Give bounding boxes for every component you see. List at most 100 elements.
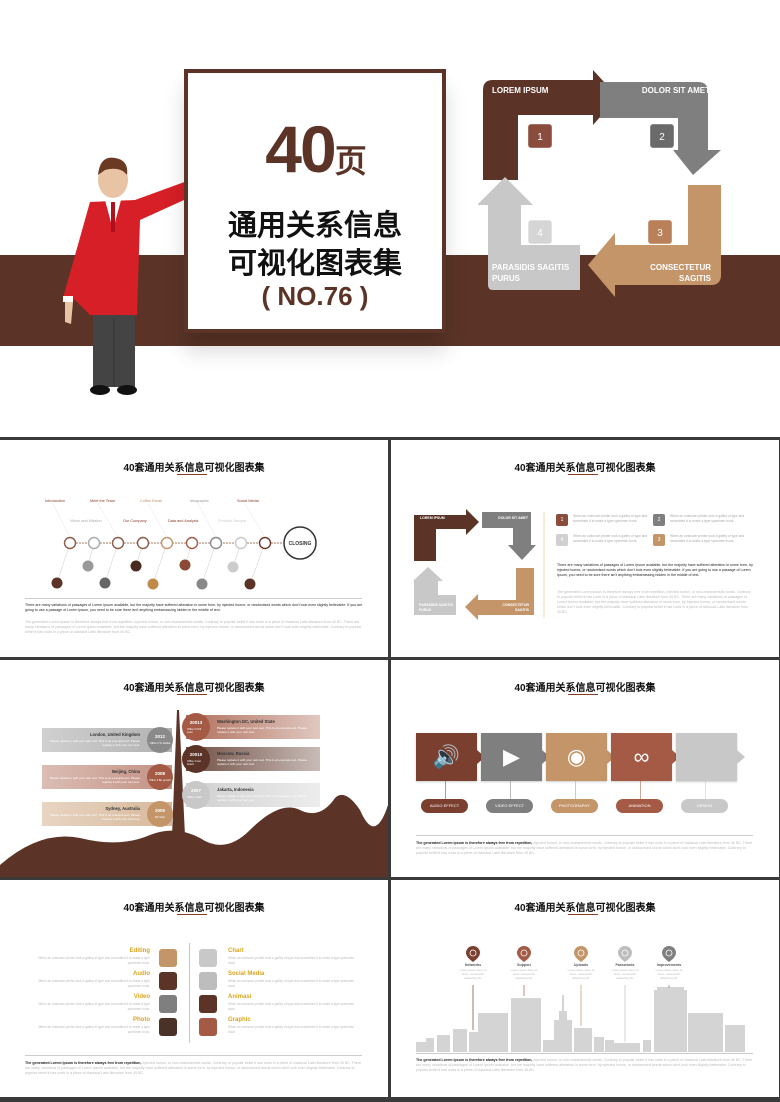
feature-desc: Lorem ipsum dolor sit amet, consectetur … [567,968,595,980]
cycle-diagram-small: LOREM IPSUM DOLOR SIT AMET CONSECTETUR S… [413,509,545,620]
timeline-dot [51,577,63,589]
cover-title-card: 40页 通用关系信息可视化图表集 ( NO.76 ) [184,69,446,333]
legend-number-box: 4 [556,534,568,546]
office-year-badge: 2007 [182,781,210,809]
office-note: Office 6 Drill Lean [187,728,202,734]
office-note: Biz Start [155,816,165,819]
feature-title: Social Media [228,971,265,977]
title-underline [177,694,207,695]
location-pin-icon [466,946,480,962]
feature-desc: When an unknown printer took a galley of… [38,1002,150,1011]
process-label-pill: AUDIO EFFECT [421,799,468,813]
page-count-number: 40 [265,112,336,186]
feature-icon-box [199,972,217,990]
office-year-badge: 20010 [182,745,210,773]
building [688,1013,723,1052]
building [654,990,687,1052]
building [437,1035,450,1052]
timeline-label-top: Social Media [237,499,260,503]
process-step: ◉ [546,733,607,781]
slide-title: 40套通用关系信息可视化图表集 [123,903,265,914]
pin-glyph-icon [469,949,477,957]
building [594,1037,604,1052]
building [416,1042,426,1052]
feature-title: Animasi [228,994,252,1000]
office-city: Washington DC, United State [217,719,275,724]
process-step: ∞ [611,733,672,781]
center-line [189,943,190,1043]
feature-icon-box [159,1018,177,1036]
slide-title: 40套通用关系信息可视化图表集 [514,463,656,474]
office-city: Sydney, Australia [105,806,140,811]
cover-subtitle: 通用关系信息可视化图表集 [188,207,442,283]
label-leader [97,503,119,538]
connector-line [152,542,168,585]
legend-number-box: 1 [556,514,568,526]
timeline-label-bottom: Data and Analysis [168,519,198,523]
body-text: injected humor, or non-characteristic wo… [416,841,753,855]
building [725,1025,745,1052]
pill-connector [445,781,446,799]
feature-icon-box [199,949,217,967]
timeline-dot [99,577,111,589]
slide-title: 40套通用关系信息可视化图表集 [123,463,265,474]
body-lead: The generated Lorem Ipsum is therefore a… [416,1058,533,1062]
speaker-icon: 🔊 [432,744,461,769]
timeline-node [209,536,223,550]
feature-desc: Lorem ipsum dolor sit amet, consectetur … [459,968,487,980]
legend-number-box: 3 [653,534,665,546]
process-step: 🔊 [416,733,477,781]
body-text: There are many variations of passages of… [557,563,753,577]
building [574,1028,592,1052]
office-city: London, United Kingdom [89,732,140,737]
feature-icon-box [159,972,177,990]
subtitle-line-1: 通用关系信息 [227,210,402,242]
cycle-label-3a: CONSECTETUR [502,603,529,607]
timeline-node [111,536,125,550]
label-leader [147,503,168,538]
feature-title: Editing [129,948,150,954]
office-year-badge: 2012 [147,727,173,753]
legend-text: When an unknown printer took a galley of… [573,534,648,543]
body-text-light: The generated Lorem Ipsum is therefore a… [25,620,362,634]
voicemail-icon: ∞ [633,744,650,769]
cycle-label-4b: PURUS [419,608,432,612]
title-underline [568,474,598,475]
process-step [676,733,737,781]
feature-label: Improvements [657,963,682,967]
connector-line [201,542,217,585]
pill-connector [575,781,576,799]
timeline-node [160,536,174,550]
body-text: There are many variations of passages of… [25,603,363,612]
legend-number-box: 2 [653,514,665,526]
timeline-label-bottom: Vision and Mission [70,519,102,523]
cycle-label-2: DOLOR SIT AMET [498,516,529,520]
slide-process[interactable]: 40套通用关系信息可视化图表集 🔊AUDIO EFFECT▶VIDEO EFFE… [391,660,779,877]
slide-cycle[interactable]: 40套通用关系信息可视化图表集 LOREM IPSUM DOLOR SIT AM… [391,440,779,657]
feature-desc: Lorem ipsum dolor sit amet, consectetur … [510,968,538,980]
connector-line [249,542,266,585]
feature-desc: Lorem ipsum dolor sit amet, consectetur … [655,968,683,980]
office-desc: Please replace it with your own text. Th… [217,758,308,766]
location-pin-icon [618,946,632,962]
feature-desc: Lorem ipsum dolor sit amet, consectetur … [611,968,639,980]
timeline-dot [244,578,256,590]
building [643,1040,651,1052]
pill-connector [640,781,641,799]
legend-text: When an unknown printer took a galley of… [670,534,745,543]
label-leader [244,503,266,538]
office-note: Office 3 Biz growth [149,779,171,782]
feature-desc: When an unknown printer took a galley of… [228,956,355,965]
label-leader [52,503,71,538]
office-desc: Please replace it with your own text. Th… [217,794,308,802]
timeline-node [87,536,101,550]
pin-glyph-icon [577,949,585,957]
location-pin-icon [662,946,676,962]
timeline-node [234,536,248,550]
cycle-num-3: 3 [657,228,663,239]
